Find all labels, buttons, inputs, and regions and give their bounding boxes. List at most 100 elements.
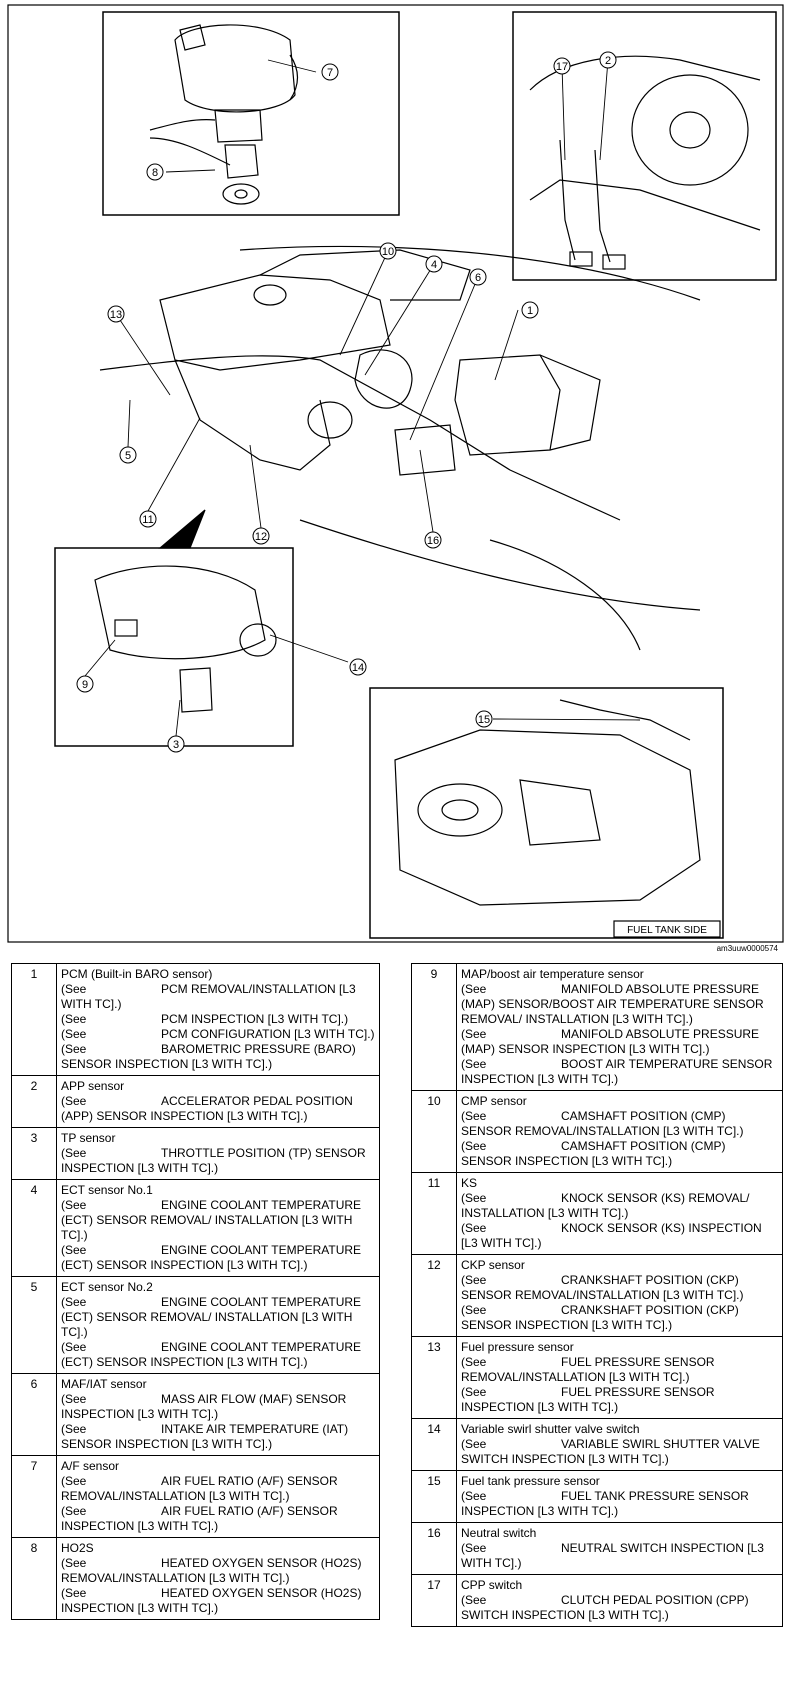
component-number: 1 [11,963,57,1076]
procedure-link[interactable]: FUEL PRESSURE SENSOR REMOVAL/INSTALLATIO… [461,1355,715,1384]
callout-circle-16 [424,531,442,549]
procedure-link[interactable]: MANIFOLD ABSOLUTE PRESSURE (MAP) SENSOR/… [461,982,764,1026]
component-name: ECT sensor No.2 [61,1280,153,1294]
see-word: (See [461,1593,487,1607]
see-word: (See [461,1303,487,1317]
component-number: 7 [11,1455,57,1538]
figure-id: am3uuw0000574 [717,944,779,953]
procedure-link[interactable]: PCM INSPECTION [L3 WITH TC].) [161,1012,349,1026]
see-word: (See [461,1139,487,1153]
procedure-link[interactable]: KNOCK SENSOR (KS) INSPECTION [L3 WITH TC… [461,1221,762,1250]
component-number: 2 [11,1075,57,1128]
procedure-link[interactable]: ACCELERATOR PEDAL POSITION (APP) SENSOR … [61,1094,353,1123]
procedure-link[interactable]: CRANKSHAFT POSITION (CKP) SENSOR INSPECT… [461,1303,739,1332]
procedure-link[interactable]: NEUTRAL SWITCH INSPECTION [L3 WITH TC].) [461,1541,764,1570]
see-word: (See [61,1586,87,1600]
procedure-link[interactable]: KNOCK SENSOR (KS) REMOVAL/ INSTALLATION … [461,1191,750,1220]
procedure-link[interactable]: MASS AIR FLOW (MAF) SENSOR INSPECTION [L… [61,1392,347,1421]
leader-lines [84,59,641,737]
procedure-link[interactable]: CAMSHAFT POSITION (CMP) SENSOR INSPECTIO… [461,1139,726,1168]
callout-circle-13 [107,305,125,323]
callout-circle-10 [379,242,397,260]
component-name: Neutral switch [461,1526,537,1540]
procedure-link[interactable]: VARIABLE SWIRL SHUTTER VALVE SWITCH INSP… [461,1437,760,1466]
see-word: (See [61,982,87,996]
see-word: (See [461,1355,487,1369]
component-number: 5 [11,1276,57,1374]
see-word: (See [461,1273,487,1287]
procedure-link[interactable]: CAMSHAFT POSITION (CMP) SENSOR REMOVAL/I… [461,1109,744,1138]
procedure-link[interactable]: ENGINE COOLANT TEMPERATURE (ECT) SENSOR … [61,1340,362,1369]
callout-number-15: 15 [478,714,490,726]
callout-circle-6 [469,268,487,286]
procedure-link[interactable]: ENGINE COOLANT TEMPERATURE (ECT) SENSOR … [61,1198,362,1242]
callout-circle-15 [475,710,493,728]
procedure-link[interactable]: BAROMETRIC PRESSURE (BARO) SENSOR INSPEC… [61,1042,356,1071]
callout-number-2: 2 [605,55,611,67]
callout-number-8: 8 [152,167,158,179]
component-name: HO2S [61,1541,94,1555]
procedure-link[interactable]: INTAKE AIR TEMPERATURE (IAT) SENSOR INSP… [61,1422,349,1451]
procedure-link[interactable]: ENGINE COOLANT TEMPERATURE (ECT) SENSOR … [61,1295,362,1339]
callout-circle-14 [349,658,367,676]
see-word: (See [61,1198,87,1212]
component-name: CKP sensor [461,1258,525,1272]
callout-number-4: 4 [431,259,437,271]
procedure-link[interactable]: THROTTLE POSITION (TP) SENSOR INSPECTION… [61,1146,366,1175]
callout-number-14: 14 [352,662,364,674]
component-name: Fuel pressure sensor [461,1340,574,1354]
procedure-link[interactable]: PCM CONFIGURATION [L3 WITH TC].) [161,1027,375,1041]
procedure-link[interactable]: HEATED OXYGEN SENSOR (HO2S) INSPECTION [… [61,1586,362,1615]
component-name: Variable swirl shutter valve switch [461,1422,640,1436]
procedure-link[interactable]: ENGINE COOLANT TEMPERATURE (ECT) SENSOR … [61,1243,362,1272]
see-word: (See [461,1191,487,1205]
fuel-tank-label-box [613,920,721,938]
procedure-link[interactable]: HEATED OXYGEN SENSOR (HO2S) REMOVAL/INST… [61,1556,362,1585]
procedure-link[interactable]: AIR FUEL RATIO (A/F) SENSOR INSPECTION [… [61,1504,338,1533]
procedure-link[interactable]: BOOST AIR TEMPERATURE SENSOR INSPECTION … [461,1057,773,1086]
see-word: (See [461,982,487,996]
component-name: ECT sensor No.1 [61,1183,153,1197]
procedure-link[interactable]: FUEL TANK PRESSURE SENSOR INSPECTION [L3… [461,1489,749,1518]
see-word: (See [61,1012,87,1026]
procedure-link[interactable]: AIR FUEL RATIO (A/F) SENSOR REMOVAL/INST… [61,1474,338,1503]
see-word: (See [461,1489,487,1503]
component-number: 4 [11,1179,57,1277]
component-name: MAF/IAT sensor [61,1377,147,1391]
procedure-link[interactable]: PCM REMOVAL/INSTALLATION [L3 WITH TC].) [61,982,356,1011]
procedure-link[interactable]: MANIFOLD ABSOLUTE PRESSURE (MAP) SENSOR … [461,1027,760,1056]
procedure-link[interactable]: FUEL PRESSURE SENSOR INSPECTION [L3 WITH… [461,1385,715,1414]
component-number: 16 [411,1522,457,1575]
component-number: 17 [411,1574,457,1627]
procedure-reference: (See PCM INSPECTION [L3 WITH TC].) [61,1012,375,1027]
procedure-link[interactable]: CLUTCH PEDAL POSITION (CPP) SWITCH INSPE… [461,1593,749,1622]
procedure-link[interactable]: CRANKSHAFT POSITION (CKP) SENSOR REMOVAL… [461,1273,744,1302]
